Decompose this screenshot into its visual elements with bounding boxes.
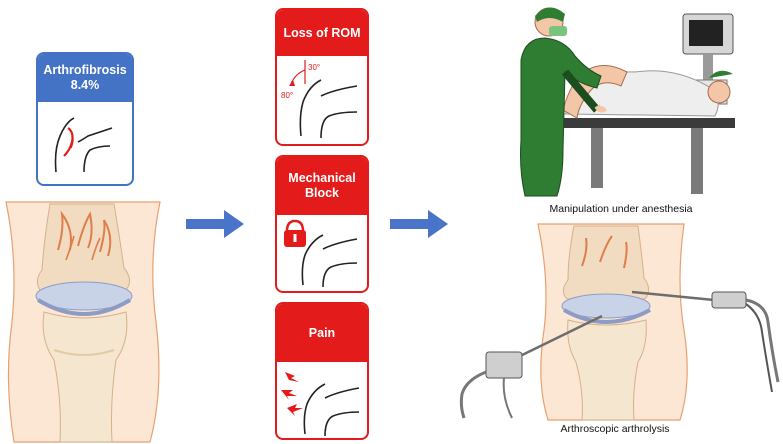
loss-of-rom-title: Loss of ROM xyxy=(283,25,361,40)
arthrofibrosis-title: Arthrofibrosis xyxy=(43,63,127,77)
pain-title: Pain xyxy=(308,325,336,340)
knee-scar-icon xyxy=(54,117,113,173)
knee-joint-arthrofibrosis-illustration xyxy=(4,200,162,444)
pain-card-header: Pain xyxy=(277,304,367,362)
arrow-right-icon xyxy=(186,210,244,238)
mechanical-block-title-line1: Mechanical xyxy=(288,171,356,185)
mechanical-block-title-line2: Block xyxy=(304,186,340,200)
loss-of-rom-card: Loss of ROM 30° 80° xyxy=(275,8,369,146)
mechanical-block-card-header: Mechanical Block xyxy=(277,157,367,215)
arthrofibrosis-percentage: 8.4% xyxy=(70,78,100,92)
arthrofibrosis-card-header: Arthrofibrosis 8.4% xyxy=(38,54,132,102)
manipulation-under-anesthesia-illustration xyxy=(520,7,735,197)
pain-card: Pain xyxy=(275,302,369,440)
arthroscopic-caption: Arthroscopic arthrolysis xyxy=(560,423,670,435)
mechanical-block-card: Mechanical Block xyxy=(275,155,369,293)
knee-lock-icon xyxy=(284,219,358,288)
loss-of-rom-card-header: Loss of ROM xyxy=(277,10,367,56)
arthrofibrosis-card: Arthrofibrosis 8.4% xyxy=(36,52,134,186)
manipulation-caption: Manipulation under anesthesia xyxy=(549,203,693,215)
knee-pain-icon xyxy=(281,372,360,437)
arthroscopic-arthrolysis-illustration xyxy=(459,223,780,421)
angle-30-label: 30° xyxy=(308,63,320,72)
angle-80-label: 80° xyxy=(281,91,293,100)
knee-range-of-motion-icon: 30° 80° xyxy=(281,60,358,139)
arrow-right-icon xyxy=(390,210,448,238)
